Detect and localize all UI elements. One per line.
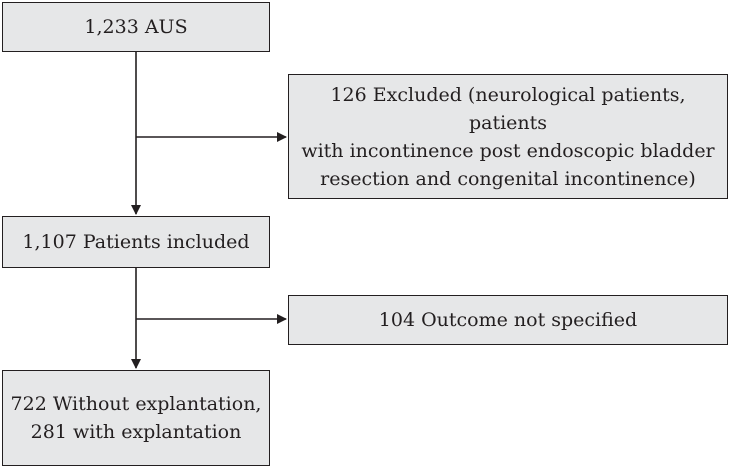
excluded-1-line-2: with incontinence post endoscopic bladde… xyxy=(301,139,715,162)
outcome-line-2: 281 with explantation xyxy=(30,421,242,443)
outcome-box: 722 Without explantation, 281 with expla… xyxy=(2,370,270,466)
start-label: 1,233 AUS xyxy=(84,16,188,38)
included-box: 1,107 Patients included xyxy=(2,216,270,268)
excluded-2-label: 104 Outcome not specified xyxy=(378,309,638,331)
included-label: 1,107 Patients included xyxy=(22,231,250,253)
excluded-1-line-1: 126 Excluded (neurological patients, pat… xyxy=(330,83,686,134)
excluded-1-line-3: resection and congenital incontinence) xyxy=(320,167,696,190)
outcome-line-1: 722 Without explantation, xyxy=(10,393,262,415)
start-box: 1,233 AUS xyxy=(2,2,270,52)
excluded-box-1: 126 Excluded (neurological patients, pat… xyxy=(288,74,728,199)
excluded-box-2: 104 Outcome not specified xyxy=(288,295,728,345)
